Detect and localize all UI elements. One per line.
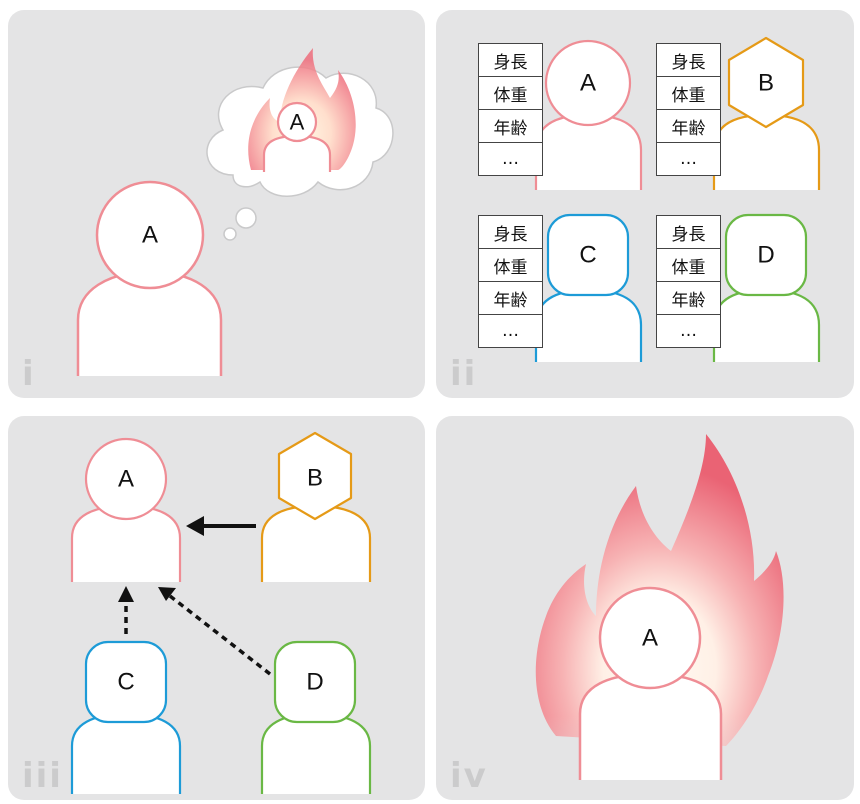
arrow-c-to-a [118, 586, 134, 634]
card-row-age: 年齢 [479, 282, 542, 315]
thought-person-label: A [290, 110, 305, 135]
person-c: C [534, 213, 643, 362]
person-c-label: C [579, 242, 596, 269]
card-row-weight: 体重 [479, 77, 542, 110]
card-row-height: 身長 [657, 44, 720, 77]
arrow-b-to-a [186, 516, 256, 536]
attribute-card-c: 身長 体重 年齢 … [478, 215, 543, 348]
panel-ii: A B C D 身長 体重 年齢 … 身長 体重 年齢 … 身長 [436, 10, 854, 398]
panel-iii: A B C D [8, 416, 425, 800]
arrow-d-to-a [158, 587, 272, 676]
card-row-weight: 体重 [479, 249, 542, 282]
person-d-label: D [757, 242, 774, 269]
card-row-more: … [502, 149, 519, 169]
card-row-weight: 体重 [657, 249, 720, 282]
thought-bubble-small [223, 227, 237, 241]
person-d: D [712, 213, 821, 362]
panel-iv: A iv [436, 416, 854, 800]
panel-i: A A i [8, 10, 425, 398]
card-row-age: 年齢 [657, 110, 720, 143]
person-c: C [70, 640, 182, 794]
person-d-label: D [306, 669, 323, 696]
panel-iv-drawing: A [526, 434, 784, 780]
card-row-more: … [680, 149, 697, 169]
attribute-card-a: 身長 体重 年齢 … [478, 43, 543, 176]
person-a: A [70, 437, 182, 582]
card-row-more: … [680, 321, 697, 341]
person-a: A [534, 39, 643, 190]
card-row-weight: 体重 [657, 77, 720, 110]
card-row-height: 身長 [479, 216, 542, 249]
person-b: B [712, 36, 821, 190]
panel-label: ii [450, 354, 478, 394]
panel-label: iv [450, 756, 488, 796]
panel-i-drawing: A A [76, 48, 394, 376]
person-a-label: A [142, 222, 158, 249]
card-row-height: 身長 [657, 216, 720, 249]
attribute-card-d: 身長 体重 年齢 … [656, 215, 721, 348]
card-row-age: 年齢 [657, 282, 720, 315]
panel-iii-drawing: A B C D [70, 431, 372, 794]
person-a-label: A [580, 70, 596, 97]
panel-label: iii [22, 756, 63, 796]
panel-label: i [22, 354, 36, 394]
person-c-label: C [117, 669, 134, 696]
person-a-label: A [118, 466, 134, 493]
person-a: A [76, 180, 223, 376]
person-b: B [260, 431, 372, 582]
person-a: A [578, 586, 723, 780]
card-row-more: … [502, 321, 519, 341]
panel-ii-drawing: A B C D [534, 36, 821, 362]
person-b-label: B [758, 70, 774, 97]
card-row-age: 年齢 [479, 110, 542, 143]
person-a-label: A [642, 625, 658, 652]
person-b-label: B [307, 465, 323, 492]
thought-person-a: A [262, 101, 332, 172]
thought-bubble-large [235, 207, 257, 229]
attribute-card-b: 身長 体重 年齢 … [656, 43, 721, 176]
person-d: D [260, 640, 372, 794]
card-row-height: 身長 [479, 44, 542, 77]
